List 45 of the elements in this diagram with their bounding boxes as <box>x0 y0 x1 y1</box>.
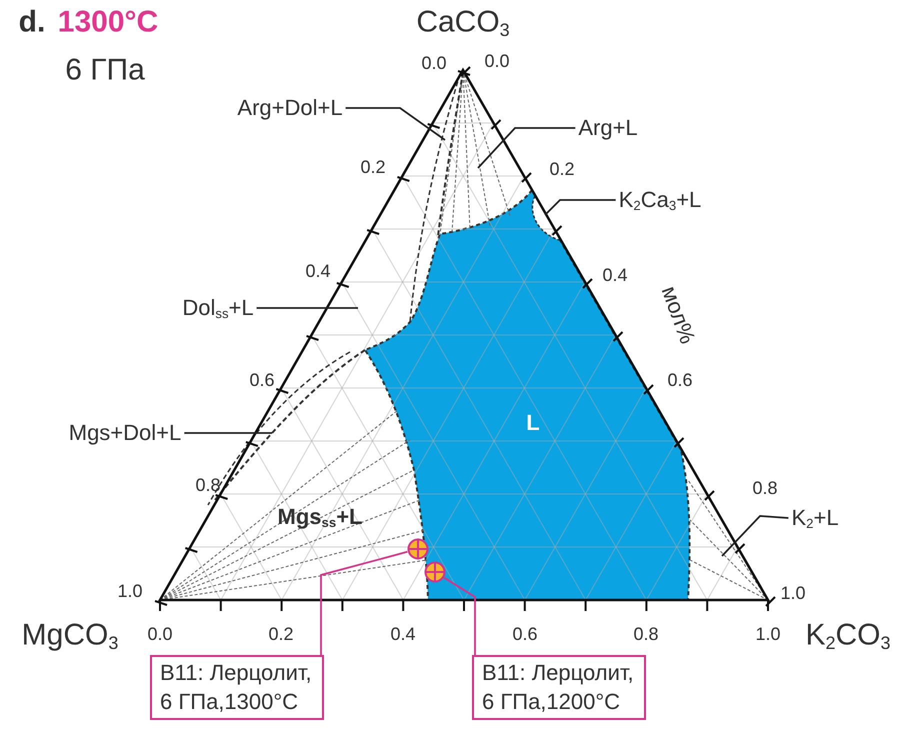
sample-label-box: B11: Лерцолит, 6 ГПа,1200°C <box>472 655 646 720</box>
leader-line <box>184 432 272 434</box>
heading-text: K$_{2}$CO$_{3}$ <box>805 618 891 652</box>
axis-title: мол% <box>656 283 700 347</box>
axis-tick-label: 1.0 <box>780 584 806 604</box>
axis-tick-label: 0.8 <box>195 476 221 496</box>
axis-tick-label: 0.0 <box>421 54 447 74</box>
axis-tick-label: 0.8 <box>752 479 778 499</box>
axis-tick-label: 0.2 <box>268 625 294 645</box>
axis-tick-label: 0.0 <box>484 52 510 72</box>
axis-tick-label: 1.0 <box>117 582 143 602</box>
axis-tick-label: 0.2 <box>360 158 386 178</box>
leader-line <box>477 127 576 169</box>
axis-tick-label: 0.4 <box>602 266 628 286</box>
axis-tick-label: 0.6 <box>249 371 275 391</box>
axis-tick-label: 1.0 <box>755 625 781 645</box>
heading-text: CaCO$_{3}$ <box>416 6 510 38</box>
leader-line <box>544 199 616 216</box>
field-label: L <box>526 410 540 436</box>
axis-tick-label: 0.4 <box>390 625 416 645</box>
field-label: Mgs+Dol+L <box>68 420 182 446</box>
axis-tick-label: 0.0 <box>147 625 173 645</box>
heading-text: 6 ГПа <box>65 54 145 86</box>
data-point-marker <box>407 538 429 560</box>
leader-line <box>444 577 476 655</box>
field-label: Dol$_{ss}$+L <box>182 296 254 320</box>
axis-tick-label: 0.6 <box>512 625 538 645</box>
field-label: Mgs$_{ss}$+L <box>278 504 362 530</box>
axis-tick-label: 0.6 <box>667 371 693 391</box>
heading-text: d. <box>18 6 46 38</box>
heading-text: MgCO$_{3}$ <box>22 618 118 652</box>
axis-tick-label: 0.2 <box>549 160 575 180</box>
field-label: Arg+Dol+L <box>237 96 343 120</box>
leader-line <box>346 107 446 141</box>
axis-tick-label: 0.4 <box>305 262 331 282</box>
field-label: K$_{2}$Ca$_{3}$+L <box>618 188 702 212</box>
leader-line <box>256 307 358 309</box>
leader-line <box>721 515 788 557</box>
data-point-marker <box>424 561 446 583</box>
axis-tick-label: 0.8 <box>633 625 659 645</box>
field-label: K$_{2}$+L <box>791 506 839 530</box>
leader-line <box>320 550 408 655</box>
sample-label-box: B11: Лерцолит, 6 ГПа,1300°C <box>150 655 324 720</box>
field-label: Arg+L <box>578 116 638 140</box>
heading-text: 1300°C <box>58 6 158 38</box>
